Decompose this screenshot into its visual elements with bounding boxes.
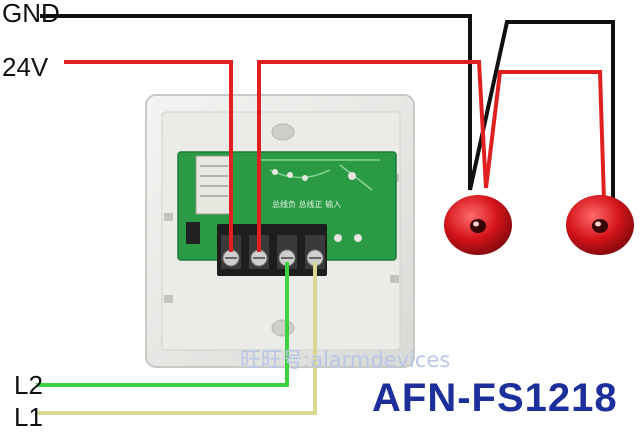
l1-wire — [36, 262, 317, 415]
watermark-text: 旺旺号:alarmdevices — [240, 348, 451, 372]
gnd-wires — [40, 14, 615, 200]
l2-wire — [36, 262, 289, 387]
pcb-silkscreen-text: 总线负 总线正 输入 — [272, 199, 341, 209]
gnd-label: GND — [2, 0, 60, 28]
power-to-terminal-1-wire — [64, 60, 233, 252]
l2-label: L2 — [14, 370, 43, 400]
relay — [195, 155, 233, 215]
l1-label: L1 — [14, 402, 43, 432]
gnd-bus-wire — [40, 14, 472, 190]
power-wires — [64, 60, 606, 252]
terminal-3 — [277, 235, 297, 269]
bottom-screw-hole — [271, 319, 295, 337]
gnd-bell-1-wire — [468, 20, 615, 200]
alarm-bell-1 — [444, 195, 512, 255]
power-bell-link-wire — [484, 70, 606, 201]
model-number: AFN-FS1218 — [372, 376, 618, 420]
power-to-terminal-2-wire — [257, 60, 488, 252]
alarm-bell-2 — [566, 195, 634, 255]
24v-label: 24V — [2, 52, 49, 82]
terminal-block — [217, 224, 327, 276]
terminal-4 — [305, 235, 325, 269]
top-screw-hole — [271, 123, 295, 141]
